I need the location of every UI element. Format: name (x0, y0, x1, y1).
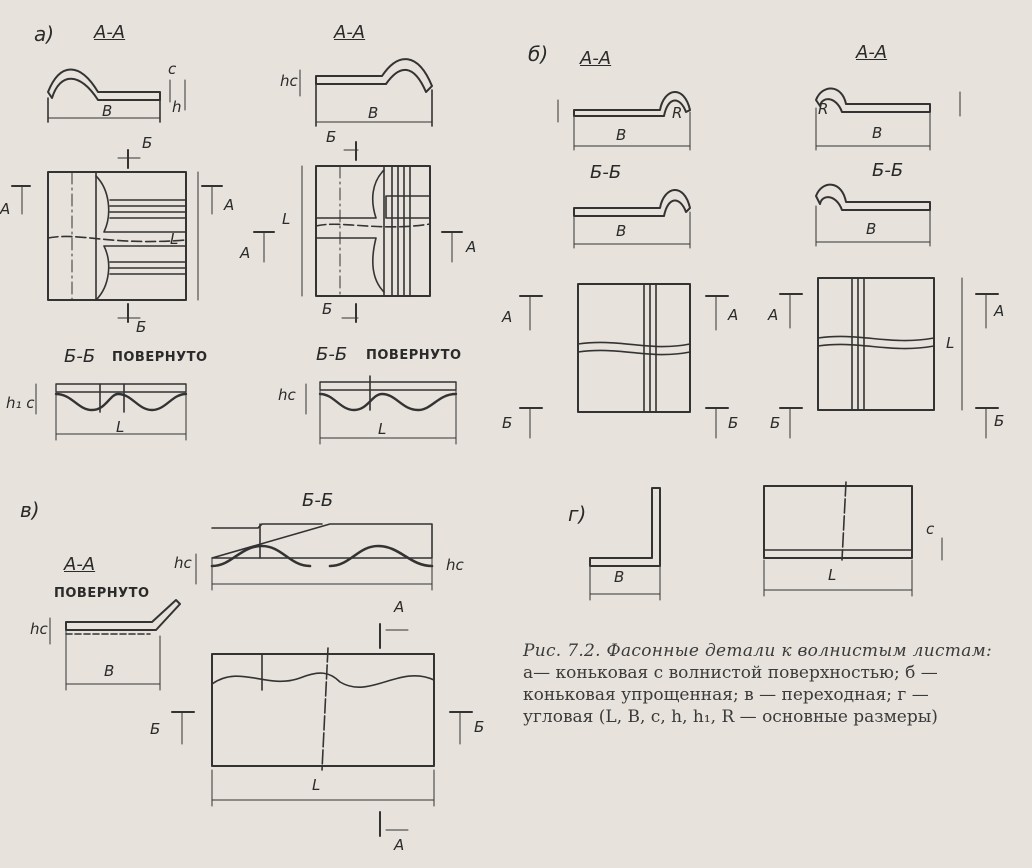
panel-label-a: а) (34, 22, 55, 46)
b-plans (519, 277, 999, 439)
dim-label: L (828, 566, 837, 584)
cut-mark: А (728, 306, 739, 324)
caption-line: угловая (L, B, c, h, h₁, R — основные ра… (523, 707, 938, 727)
dim-label: c (926, 520, 935, 538)
rotated-note: ПОВЕРНУТО (54, 586, 150, 601)
v-plan (171, 623, 473, 837)
dim-label: R (672, 104, 683, 122)
cut-mark: А (240, 244, 251, 262)
dim-label: hc (30, 620, 48, 638)
panel-label-g: г) (568, 502, 587, 526)
dim-label: hc (278, 386, 296, 404)
cut-mark: Б (142, 134, 153, 152)
section-title: А-А (856, 42, 888, 63)
v-aa-profile (49, 599, 181, 691)
cut-mark: Б (502, 414, 513, 432)
dim-label: L (378, 420, 387, 438)
dim-label: B (866, 220, 877, 238)
cut-mark: Б (994, 412, 1005, 430)
cut-mark: Б (728, 414, 739, 432)
cut-mark: А (0, 200, 11, 218)
panel-label-b: б) (528, 42, 549, 66)
rotated-note: ПОВЕРНУТО (366, 348, 462, 363)
a-left-bb-section (35, 383, 188, 441)
dim-label: B (102, 102, 113, 120)
a-right-plan (253, 141, 463, 323)
dim-label: h (172, 98, 182, 116)
cut-mark: Б (150, 720, 161, 738)
cut-mark: А (394, 836, 405, 854)
dim-label: B (614, 568, 625, 586)
cut-mark: Б (322, 300, 333, 318)
dim-label: B (104, 662, 115, 680)
cut-mark: А (768, 306, 779, 324)
section-title: А-А (94, 22, 126, 43)
dim-label: hc (174, 554, 192, 572)
dim-label: h₁ c (6, 394, 35, 412)
figure-caption: Рис. 7.2. Фасонные детали к волнистым ли… (523, 640, 1028, 728)
caption-line: коньковая упрощенная; в — переходная; г … (523, 685, 929, 705)
section-title: Б-Б (64, 346, 96, 367)
dim-label: B (368, 104, 379, 122)
cut-mark: Б (770, 414, 781, 432)
section-title: А-А (580, 48, 612, 69)
v-bb-section (195, 523, 434, 591)
cut-mark: А (466, 238, 477, 256)
section-title: Б-Б (590, 162, 622, 183)
cut-mark: А (502, 308, 513, 326)
dim-label: L (116, 418, 125, 436)
dim-label: B (872, 124, 883, 142)
b-sections (557, 87, 961, 249)
cut-mark: Б (136, 318, 147, 336)
dim-label: hc (446, 556, 464, 574)
dim-label: c (168, 60, 177, 78)
caption-line: а— коньковая с волнистой поверхностью; б… (523, 663, 938, 683)
a-right-aa-profile (299, 58, 433, 127)
section-title: Б-Б (302, 490, 334, 511)
dim-label: B (616, 222, 627, 240)
section-title: А-А (64, 554, 96, 575)
dim-label: R (818, 100, 829, 118)
dim-label: L (170, 230, 179, 248)
dim-label: L (946, 334, 955, 352)
a-left-aa-profile (47, 68, 186, 123)
dim-label: hc (280, 72, 298, 90)
cut-mark: Б (326, 128, 337, 146)
cut-mark: А (994, 302, 1005, 320)
cut-mark: А (224, 196, 235, 214)
section-title: Б-Б (872, 160, 904, 181)
dim-label: B (616, 126, 627, 144)
caption-title: Рис. 7.2. Фасонные детали к волнистым ли… (523, 641, 993, 661)
section-title: Б-Б (316, 344, 348, 365)
cut-mark: А (394, 598, 405, 616)
g-angle (589, 481, 943, 601)
rotated-note: ПОВЕРНУТО (112, 350, 208, 365)
section-title: А-А (334, 22, 366, 43)
panel-label-v: в) (20, 498, 40, 522)
dim-label: L (312, 776, 321, 794)
a-right-bb-section (305, 375, 458, 445)
a-left-plan (11, 149, 223, 323)
dim-label: L (282, 210, 291, 228)
cut-mark: Б (474, 718, 485, 736)
